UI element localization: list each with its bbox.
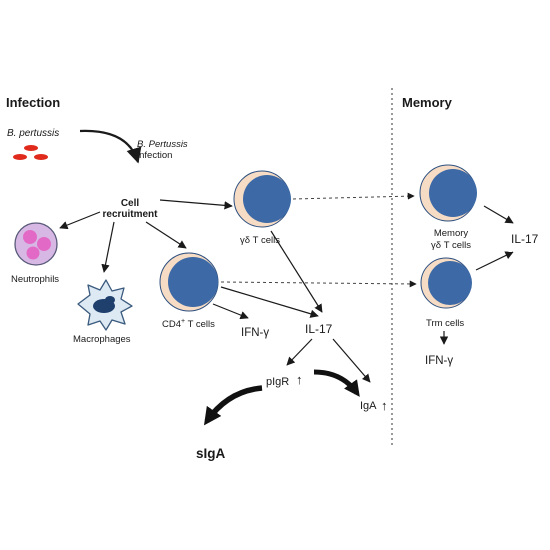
gd-to-memory-dashed-arrow [292,192,415,200]
il17-label: IL-17 [305,322,333,336]
memory-label-line1: Memory [434,228,469,239]
memory-label-line2: γδ T cells [431,240,471,251]
arrow-to-cd4 [145,221,187,249]
gd-t-cells-label: γδ T cells [240,235,280,246]
bacteria-icon [13,145,48,160]
gd-t-cell-icon [233,170,291,228]
ifn-gamma-label: IFN-γ [241,327,269,339]
cell-recruitment-line2: recruitment [102,209,158,220]
iga-label: IgA [360,400,377,412]
macrophage-icon [77,279,133,331]
cd4-to-trm-dashed-arrow [220,280,417,288]
arrow-il17-to-iga [332,338,371,383]
infection-arrow [79,129,142,164]
infection-label-line1: B. Pertussis [137,139,188,150]
cd4-t-cells-label: CD4+ T cells [162,318,215,330]
arrow-gd-to-il17 [270,230,323,313]
pigr-to-iga-arrow [313,369,360,397]
arrow-to-gd [159,199,233,210]
infection-label-line2: infection [137,150,172,161]
cd4-label-suffix: T cells [185,319,215,330]
pigr-label: pIgR [266,376,289,388]
trm-cell-icon [420,257,472,309]
neutrophil-icon [14,222,58,266]
iga-up-arrow: ↑ [381,398,388,413]
trm-cells-label: Trm cells [426,318,464,329]
siga-label: sIgA [196,446,226,461]
pathogen-label: B. pertussis [7,128,59,139]
macrophages-label: Macrophages [73,334,131,345]
cell-recruitment-line1: Cell [121,198,140,209]
arrow-cd4-to-il17 [220,286,319,318]
neutrophils-label: Neutrophils [11,274,59,285]
arrow-trm-to-il17 [475,251,514,271]
infection-header: Infection [6,95,60,110]
arrow-il17-to-pigr [286,338,313,366]
ifn-gamma-memory-label: IFN-γ [425,355,453,367]
arrow-memory-gd-to-il17 [483,205,514,224]
cd4-label-prefix: CD4 [162,319,181,330]
cd4-t-cell-icon [159,252,219,312]
pigr-up-arrow: ↑ [296,372,303,387]
arrow-to-neutrophils [59,211,101,230]
il17-memory-label: IL-17 [511,232,539,246]
memory-header: Memory [402,95,453,110]
memory-gd-t-cell-icon [419,164,477,222]
cd4-label-superscript: + [181,318,185,325]
pigr-to-siga-arrow [203,385,263,426]
arrow-to-macrophages [101,221,115,273]
arrow-cd4-to-ifn [212,303,249,320]
